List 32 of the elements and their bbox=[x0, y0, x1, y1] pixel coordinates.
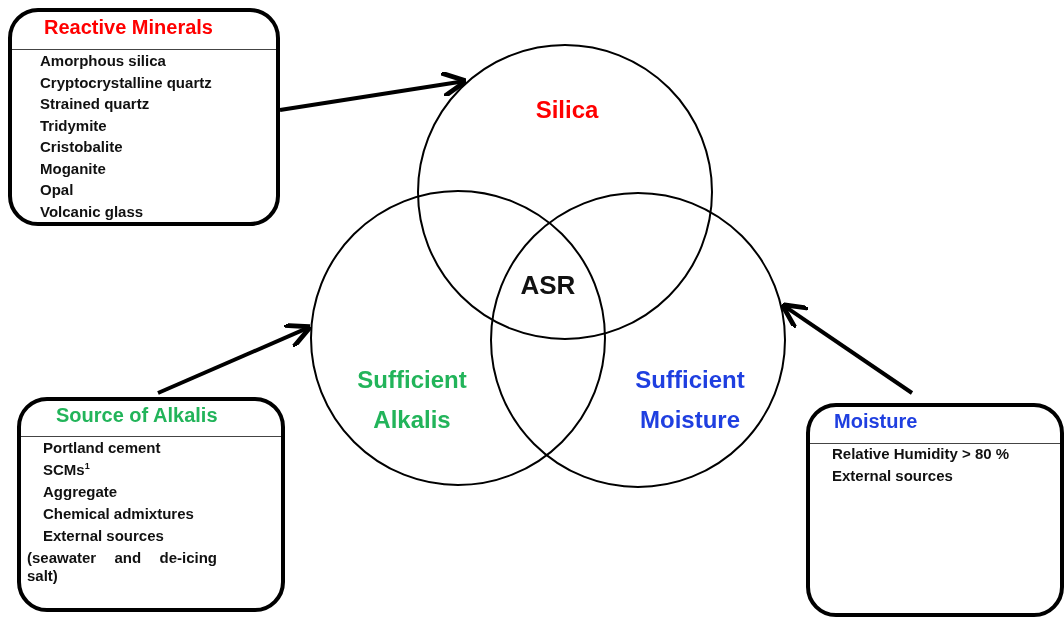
center-label: ASR bbox=[520, 269, 576, 301]
info-box bbox=[17, 397, 285, 612]
list-item: Relative Humidity > 80 % bbox=[832, 445, 1011, 463]
info-box bbox=[806, 403, 1064, 617]
list-item: (seawater and de-icing salt) bbox=[27, 549, 217, 585]
list-item: Cryptocrystalline quartz bbox=[40, 73, 213, 92]
list-item: Moganite bbox=[40, 159, 107, 178]
box-heading: Moisture bbox=[834, 410, 919, 433]
box-heading: Reactive Minerals bbox=[44, 16, 214, 39]
arrow bbox=[157, 322, 313, 395]
circle-label: Sufficient Moisture bbox=[634, 365, 746, 435]
list-item: Portland cement bbox=[43, 439, 162, 457]
list-item: Chemical admixtures bbox=[43, 505, 195, 523]
list-item: Cristobalite bbox=[40, 138, 124, 156]
list-item: Aggregate bbox=[43, 483, 119, 501]
list-item: Amorphous silica bbox=[40, 52, 167, 70]
info-box bbox=[8, 8, 280, 226]
arrow bbox=[779, 302, 914, 395]
box-heading: Source of Alkalis bbox=[56, 404, 219, 427]
list-item: Volcanic glass bbox=[40, 202, 145, 221]
circle-label: Silica bbox=[534, 95, 600, 125]
venn-circle bbox=[310, 190, 606, 486]
list-item: External sources bbox=[832, 467, 954, 485]
venn-circle bbox=[417, 44, 713, 340]
list-item: Tridymite bbox=[40, 116, 108, 135]
circle-label: Sufficient Alkalis bbox=[356, 365, 468, 435]
arrow bbox=[279, 70, 469, 112]
list-item: External sources bbox=[43, 527, 165, 545]
venn-circle bbox=[490, 192, 786, 488]
list-item: Opal bbox=[40, 181, 75, 199]
list-item: SCMs$^{1}$ bbox=[43, 461, 91, 479]
list-item: Strained quartz bbox=[40, 95, 151, 113]
